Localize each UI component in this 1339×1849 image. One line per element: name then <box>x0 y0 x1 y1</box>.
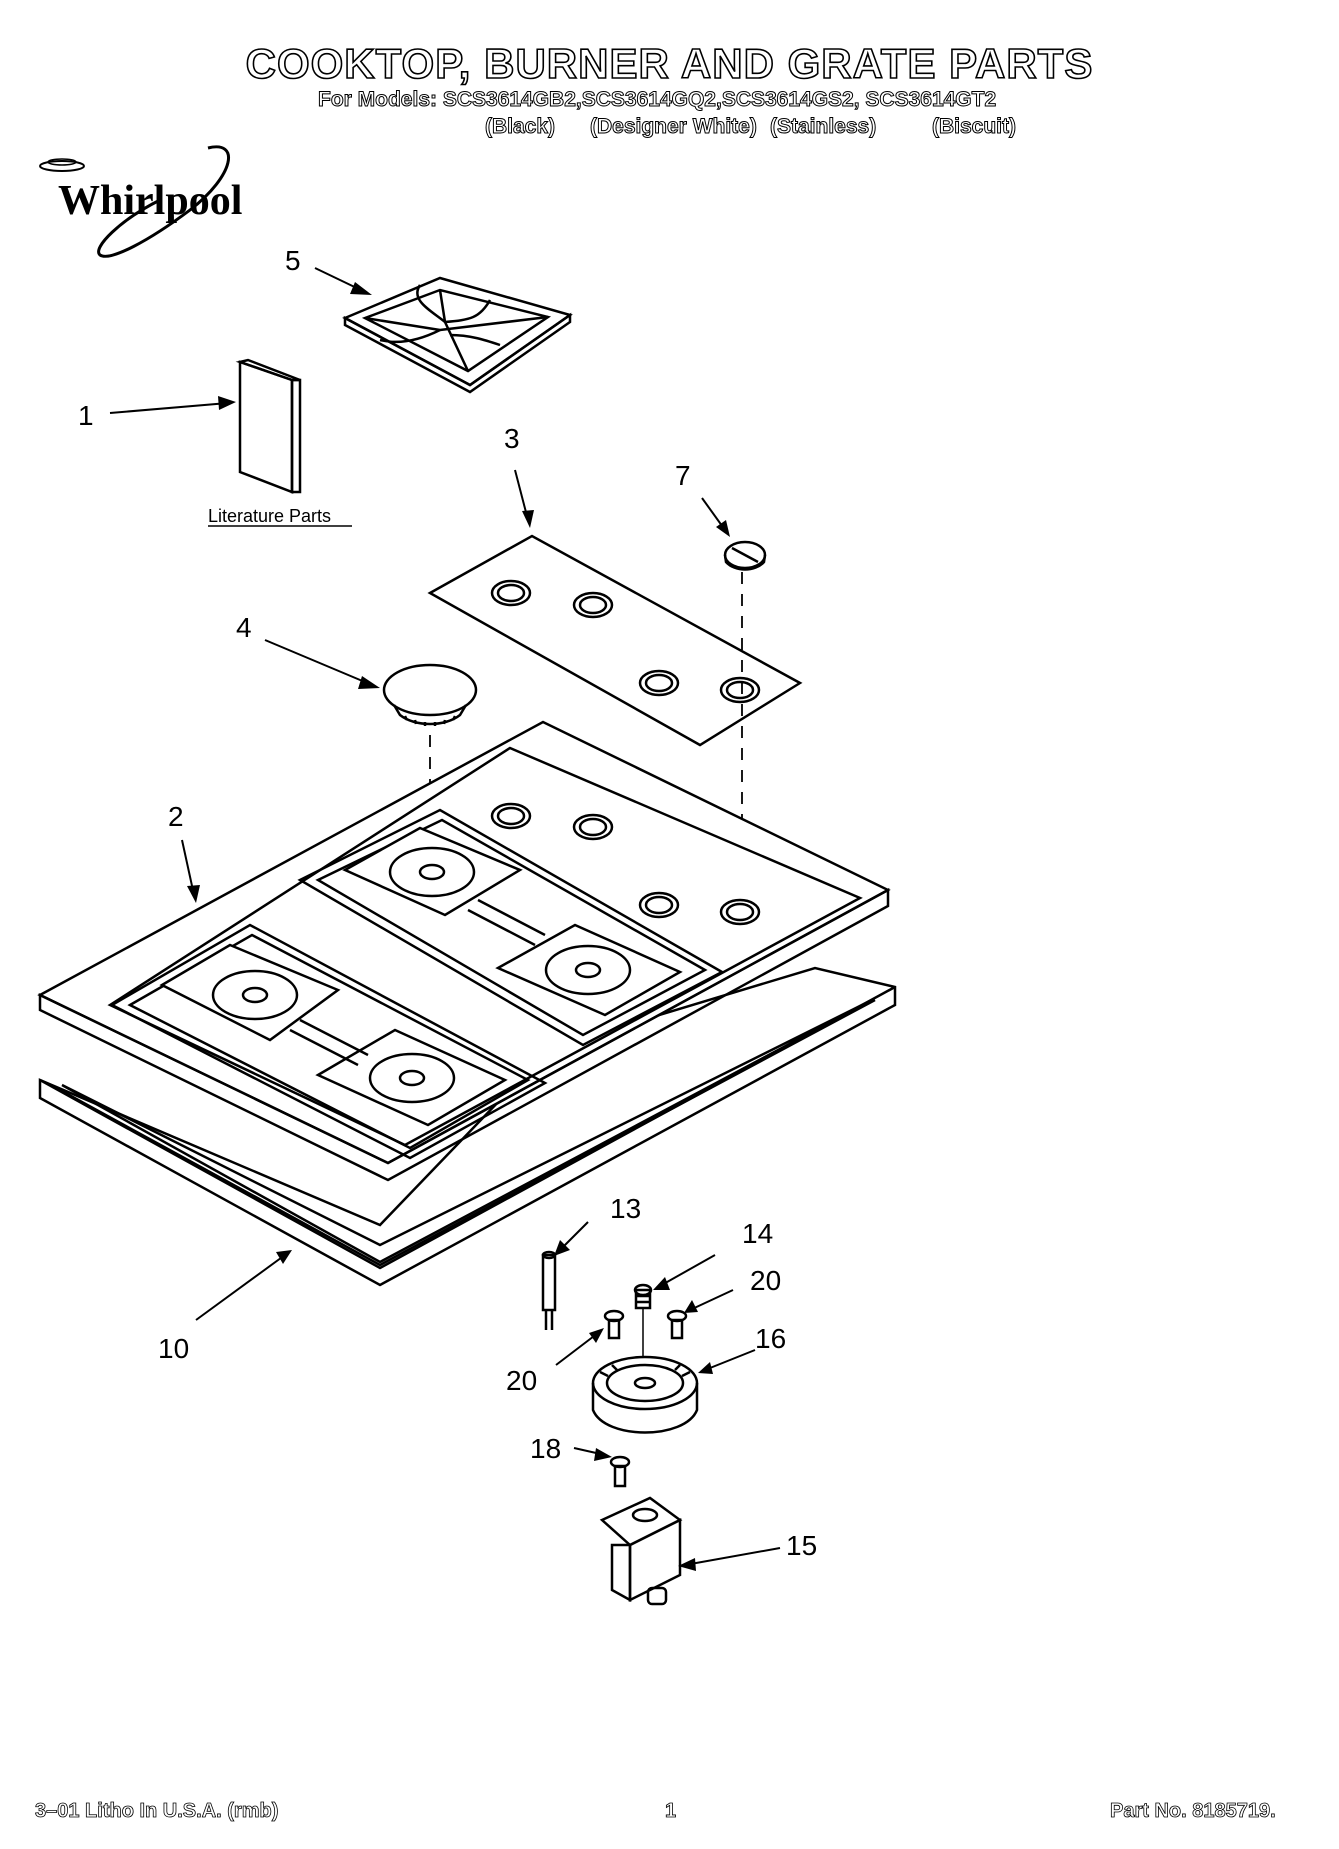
control-knob <box>723 540 767 571</box>
color-designer-white: (Designer White) <box>590 115 758 139</box>
callout-20-left: 20 <box>506 1365 537 1396</box>
arrowheads <box>187 282 730 1571</box>
footer-page-number: 1 <box>665 1800 677 1823</box>
page-title: COOKTOP, BURNER AND GRATE PARTS <box>245 39 1094 88</box>
literature-label: Literature Parts <box>208 506 331 526</box>
footer-litho: 3–01 Litho In U.S.A. (rmb) <box>35 1800 279 1823</box>
footer-part-number: Part No. 8185719. <box>1110 1800 1276 1823</box>
callout-4: 4 <box>236 612 252 643</box>
burner-bracket <box>599 1496 683 1606</box>
callout-18: 18 <box>530 1433 561 1464</box>
color-biscuit: (Biscuit) <box>932 115 1017 139</box>
control-panel-overlay <box>427 534 803 747</box>
callout-3: 3 <box>504 423 520 454</box>
burner-base <box>591 1355 699 1434</box>
logo-wordmark: Whirlpool <box>58 178 242 224</box>
screw-left <box>603 1309 625 1340</box>
color-stainless: (Stainless) <box>769 115 877 139</box>
callout-20-right: 20 <box>750 1265 781 1296</box>
orifice <box>633 1283 653 1310</box>
callout-numbers: 5 1 3 7 4 2 10 13 14 20 16 20 18 15 <box>78 245 817 1561</box>
cooktop-seal <box>38 966 897 1287</box>
spark-electrode <box>541 1250 557 1330</box>
callout-10: 10 <box>158 1333 189 1364</box>
screw-right <box>666 1309 688 1340</box>
callout-14: 14 <box>742 1218 773 1249</box>
burner-cap <box>382 663 478 726</box>
callout-1: 1 <box>78 400 94 431</box>
callout-16: 16 <box>755 1323 786 1354</box>
grate <box>342 276 573 394</box>
callout-2: 2 <box>168 801 184 832</box>
literature-book <box>235 358 302 494</box>
mounting-screw <box>609 1455 631 1488</box>
color-black: (Black) <box>484 115 556 139</box>
models-line: For Models: SCS3614GB2,SCS3614GQ2,SCS361… <box>317 88 997 112</box>
callout-13: 13 <box>610 1193 641 1224</box>
callout-7: 7 <box>675 460 691 491</box>
whirlpool-logo: Whirlpool <box>39 145 242 258</box>
cooktop <box>37 720 891 1182</box>
callout-15: 15 <box>786 1530 817 1561</box>
callout-5: 5 <box>285 245 301 276</box>
